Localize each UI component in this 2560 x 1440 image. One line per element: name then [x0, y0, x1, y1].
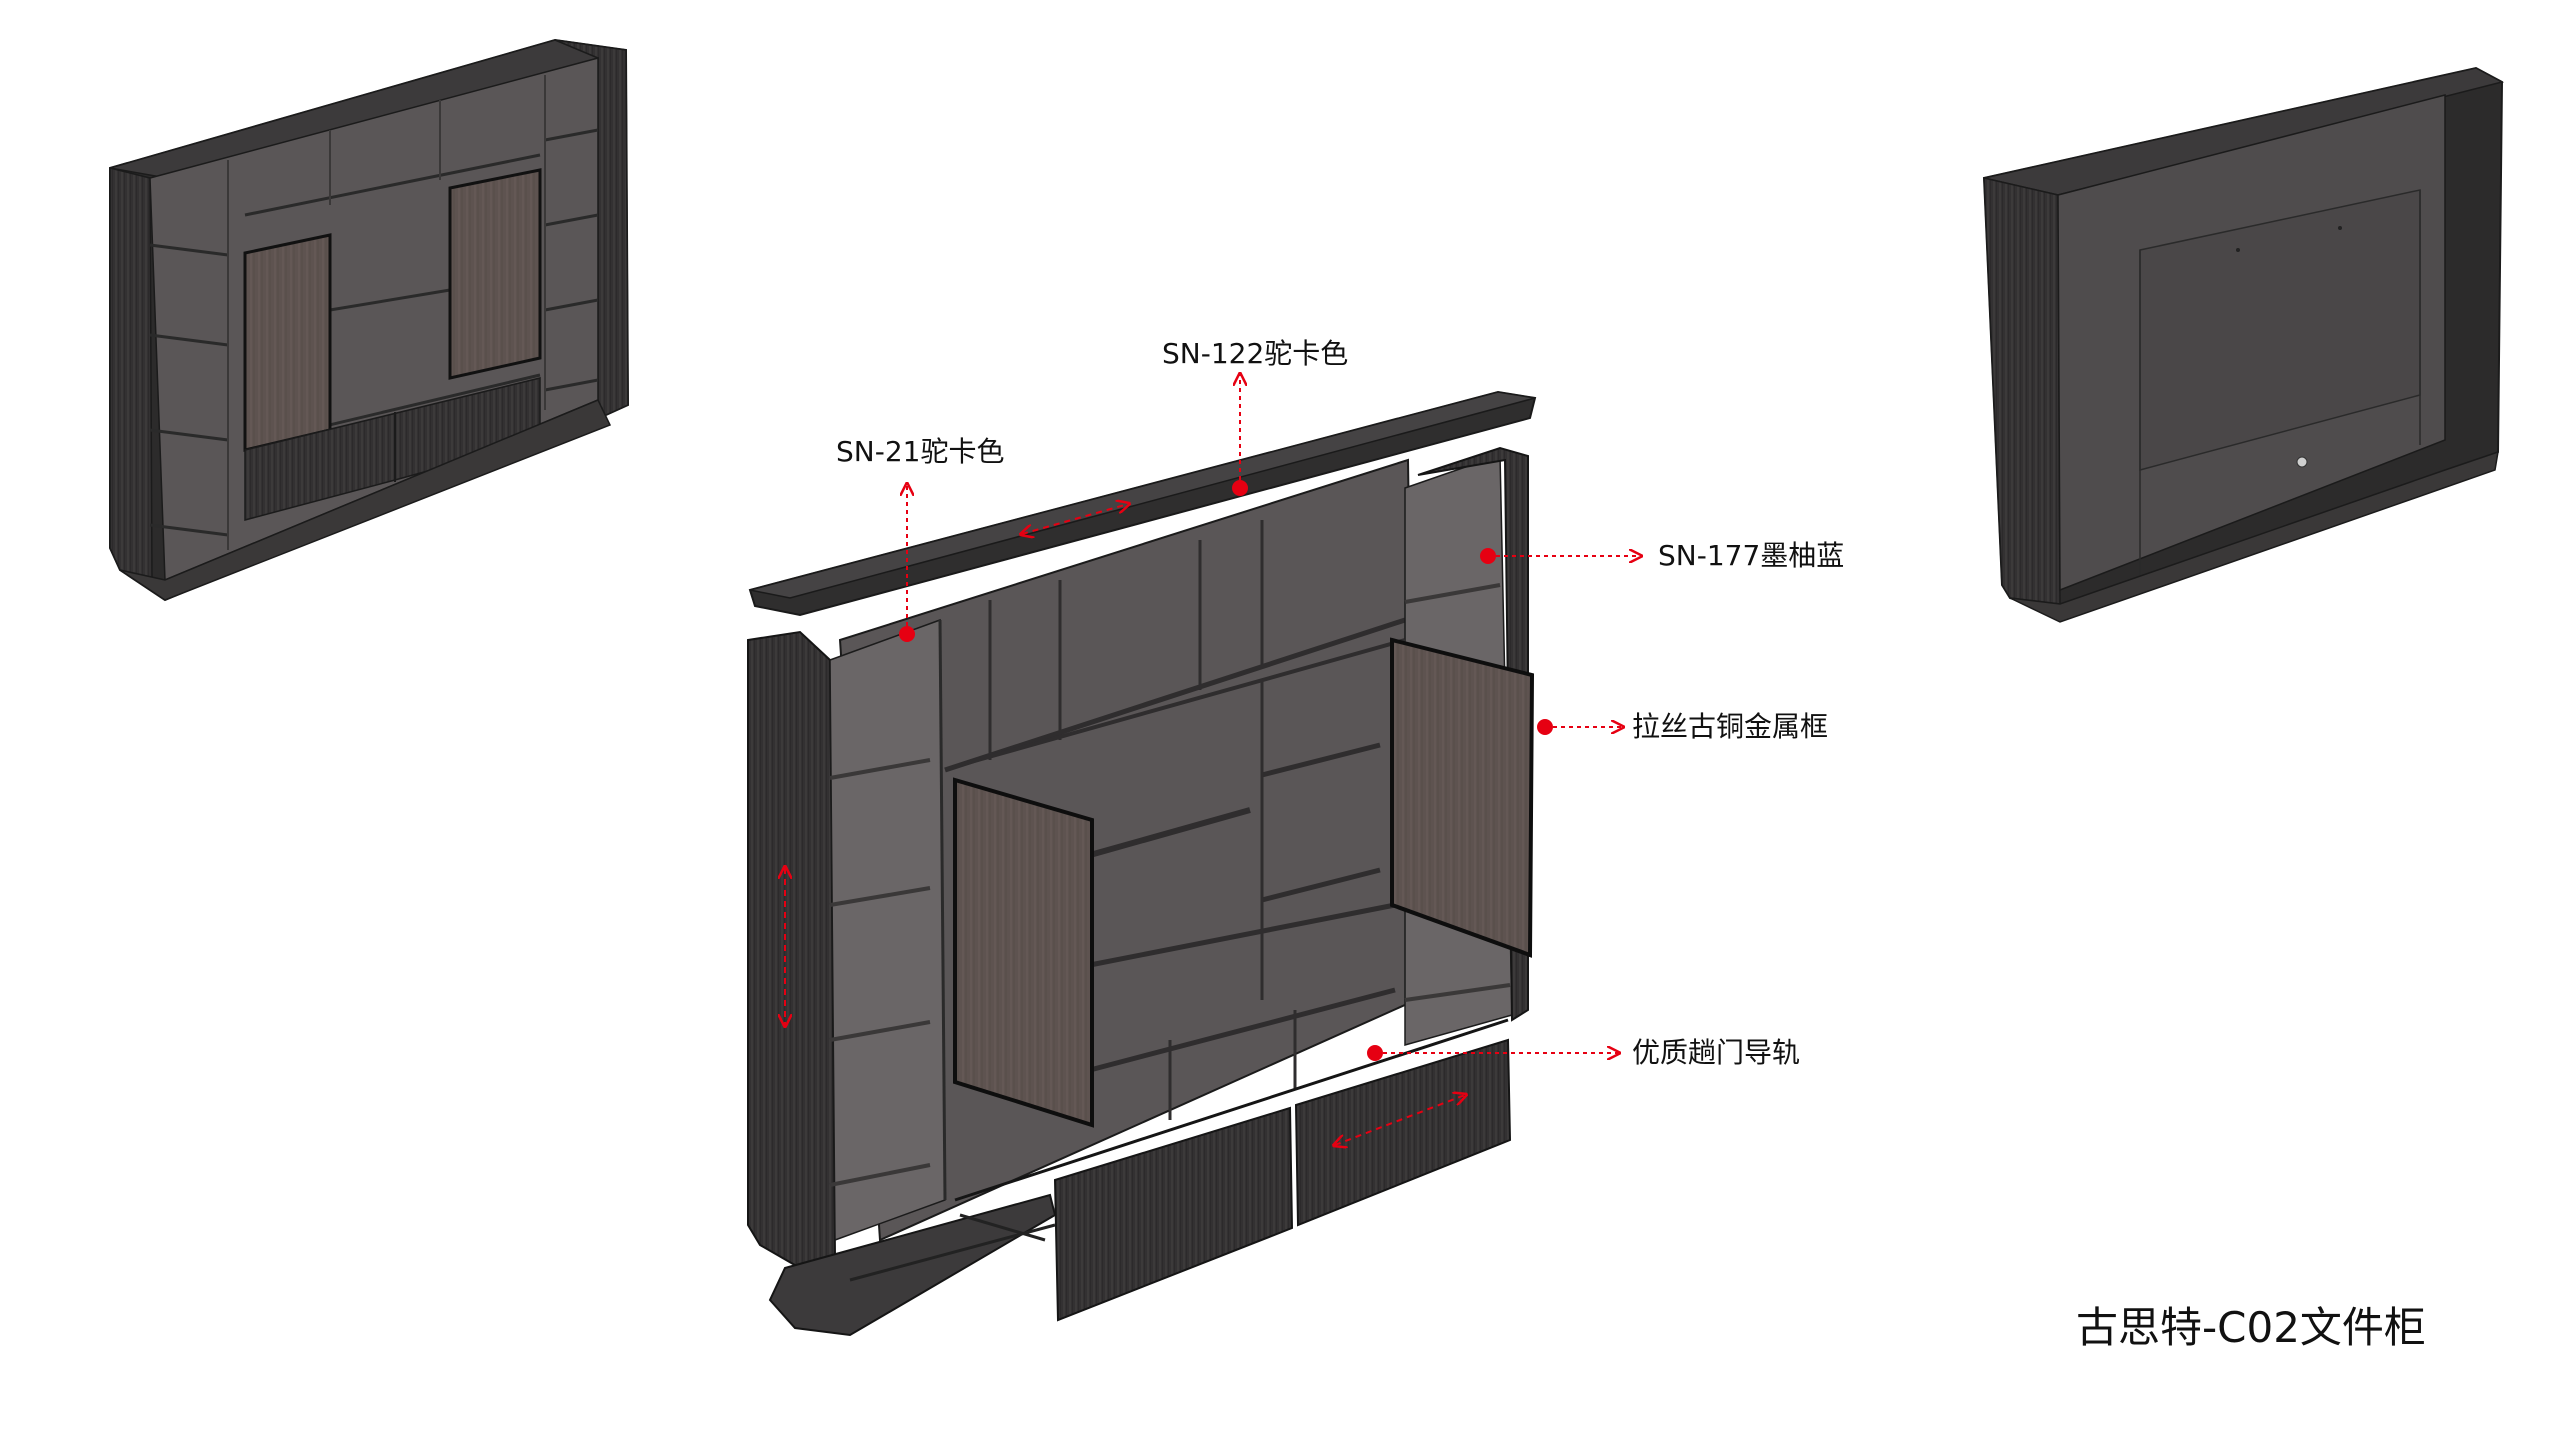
marker-top-panel — [1232, 480, 1248, 496]
marker-side-panel — [899, 626, 915, 642]
label-side-panel-color: SN-21驼卡色 — [836, 435, 1005, 468]
label-top-panel-color: SN-122驼卡色 — [1162, 337, 1349, 370]
marker-door-frame — [1537, 719, 1553, 735]
label-sliding-rail: 优质趟门导轨 — [1632, 1036, 1801, 1069]
product-caption: 古思特-C02文件柜 — [2076, 1303, 2426, 1352]
assembled-front-view — [109, 38, 630, 602]
slide-arrow-top — [1022, 504, 1128, 534]
exploded-view — [747, 390, 1537, 1337]
label-door-frame: 拉丝古铜金属框 — [1632, 710, 1829, 743]
assembled-back-view — [1982, 66, 2505, 623]
annotation-markers — [785, 375, 1640, 1145]
label-back-panel-color: SN-177墨柚蓝 — [1658, 539, 1845, 572]
marker-rail — [1367, 1045, 1383, 1061]
marker-back-panel — [1480, 548, 1496, 564]
slide-arrow-bottom — [1335, 1095, 1465, 1145]
